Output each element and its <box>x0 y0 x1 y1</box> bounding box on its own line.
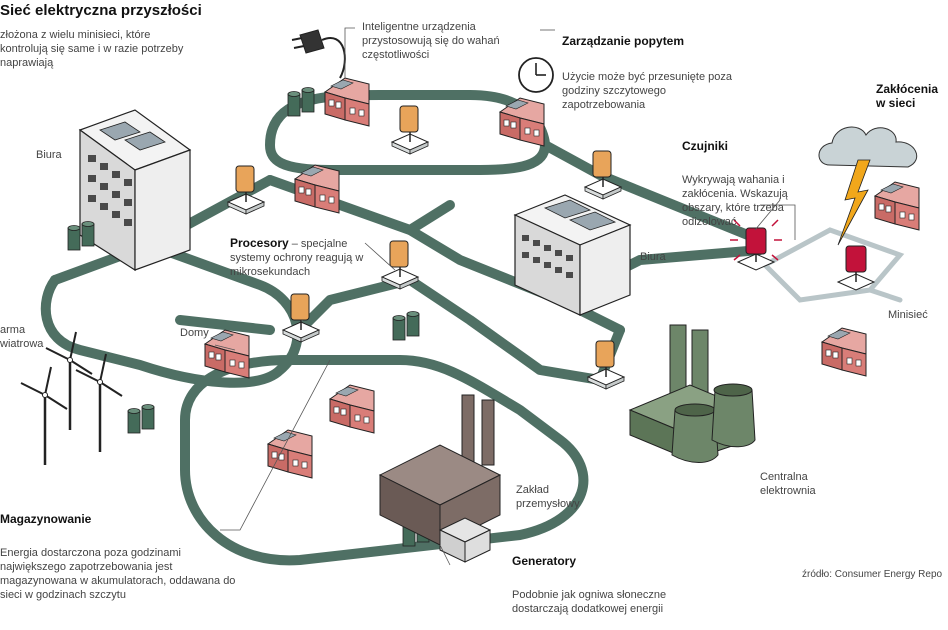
label-procesory-body: – specjalne systemy ochrony reagują w mi… <box>230 238 364 278</box>
house-homes <box>204 329 250 379</box>
source-note: źródło: Consumer Energy Repo <box>802 569 943 580</box>
label-procesory: Procesory – specjalne systemy ochrony re… <box>230 236 390 279</box>
label-elektrownia: Centralna elektrownia <box>760 471 816 497</box>
label-zaklad: Zakład przemysłowy <box>516 484 580 510</box>
storage-tanks-center <box>392 311 420 341</box>
label-magazynowanie: Magazynowanie Energia dostarczona poza g… <box>0 498 240 616</box>
house-top-1 <box>324 77 370 127</box>
factory <box>378 394 502 563</box>
house-lower-2 <box>267 429 313 479</box>
label-czujniki-head: Czujniki <box>682 139 729 153</box>
office-building-center <box>513 194 632 316</box>
label-generatory-head: Generatory <box>512 554 577 568</box>
label-farma: arma wiatrowa <box>0 324 44 350</box>
label-magazynowanie-head: Magazynowanie <box>0 512 92 526</box>
lightning-bolt-icon <box>837 159 871 246</box>
label-generatory: Generatory Podobnie jak ogniwa słoneczne… <box>512 540 702 630</box>
label-biura-center: Biura <box>640 251 666 263</box>
storm-cloud-icon <box>818 126 918 168</box>
label-biura-left: Biura <box>36 149 62 161</box>
clock-icon <box>518 57 554 93</box>
label-procesory-head: Procesory <box>230 236 289 250</box>
smart-grid-diagram <box>19 27 920 566</box>
label-czujniki-body: Wykrywają wahania i zakłócenia. Wskazują… <box>682 174 788 228</box>
sensor-top <box>391 105 429 155</box>
label-zarzadzanie-body: Użycie może być przesunięte poza godziny… <box>562 71 732 111</box>
label-zaklocenia: Zakłócenia w sieci <box>876 82 939 110</box>
house-minigrid-2 <box>821 327 867 377</box>
label-magazynowanie-body: Energia dostarczona poza godzinami najwi… <box>0 547 236 601</box>
wind-turbine-2 <box>19 365 69 467</box>
label-domy: Domy <box>180 327 209 339</box>
power-plant <box>628 324 756 463</box>
label-czujniki: Czujniki Wykrywają wahania i zakłócenia.… <box>682 125 817 243</box>
plug-icon <box>291 29 346 79</box>
alert-sensor-czujniki <box>730 219 782 271</box>
office-building-left <box>78 109 192 272</box>
alert-sensor-minigrid <box>836 245 876 291</box>
leader-lines <box>214 27 796 566</box>
house-lower-1 <box>329 384 375 434</box>
label-generatory-body: Podobnie jak ogniwa słoneczne dostarczaj… <box>512 589 667 615</box>
label-inteligentne: Inteligentne urządzenia przystosowują si… <box>362 21 500 61</box>
minigrid-lines <box>760 227 905 303</box>
sensor-plant <box>587 340 625 390</box>
page-title: Sieć elektryczna przyszłości <box>0 2 202 19</box>
label-minisiec: Minisieć <box>888 309 928 321</box>
page-subtitle: złożona z wielu minisieci, które kontrol… <box>0 29 184 69</box>
label-zarzadzanie-head: Zarządzanie popytem <box>562 34 685 48</box>
storage-tanks-storage <box>127 404 155 434</box>
house-minigrid-1 <box>874 181 920 231</box>
label-zarzadzanie: Zarządzanie popytem Użycie może być prze… <box>562 20 752 126</box>
